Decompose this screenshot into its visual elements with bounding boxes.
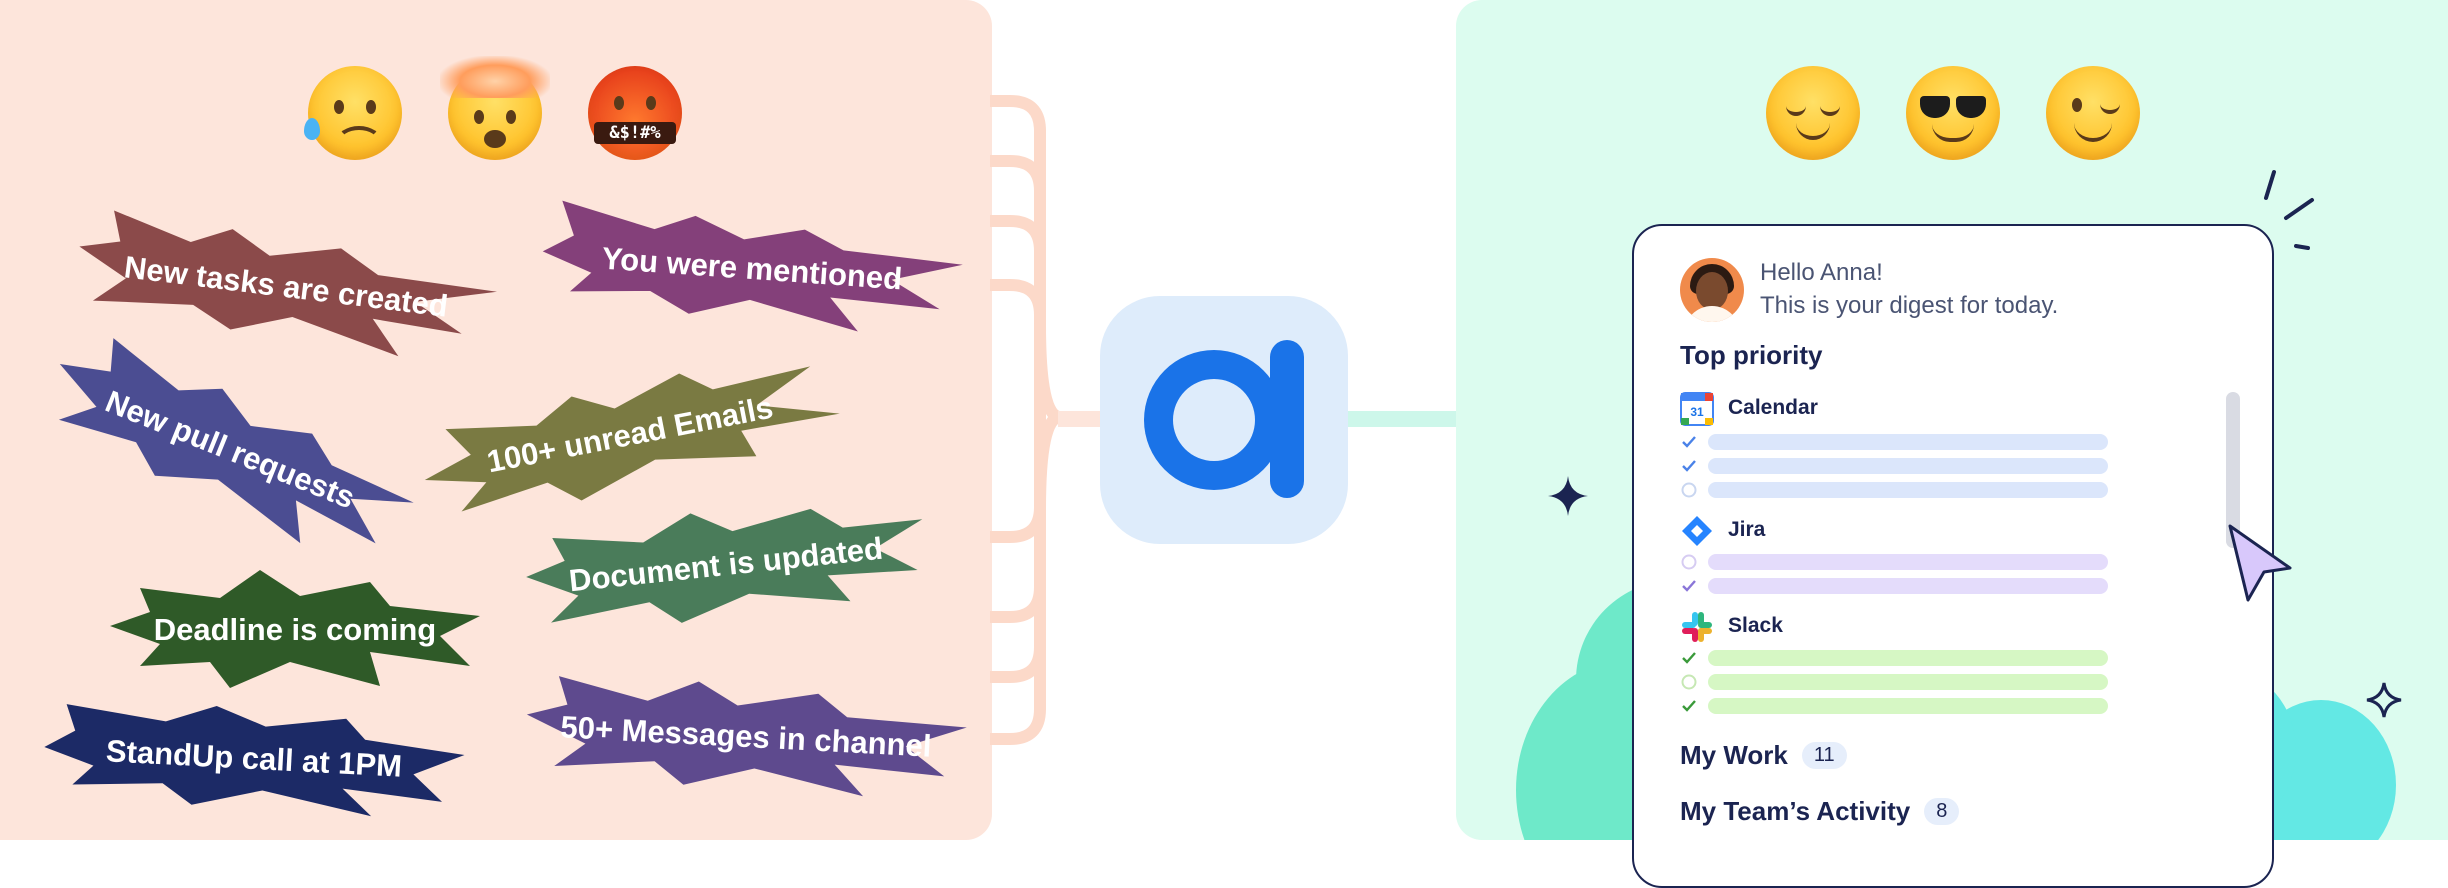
winking-face-icon [2046,66,2140,160]
notification-burst: Document is updated [521,489,930,640]
sunglasses-face-icon [1906,66,2000,160]
slack-icon [1682,612,1712,642]
notification-label: Document is updated [567,530,885,599]
task-bar [1708,674,2108,690]
task-item[interactable] [1680,578,2120,594]
censor-symbols: &$!#% [594,122,676,144]
notification-label: New pull requests [100,383,360,516]
task-item[interactable] [1680,458,2120,474]
my-work-label: My Work [1680,740,1788,770]
greeting-text: Hello Anna! [1760,259,1883,286]
notification-label: You were mentioned [600,240,904,297]
notification-burst: Deadline is coming [110,570,480,690]
scrollbar[interactable] [2226,392,2240,548]
notification-label: 100+ unread Emails [484,389,776,480]
relieved-face-icon [1766,66,1860,160]
team-activity-count: 8 [1924,798,1960,825]
my-work-count: 11 [1801,742,1847,769]
check-icon [1682,652,1696,664]
connector-link [1348,411,1458,427]
digest-card: Hello Anna! This is your digest for toda… [1632,224,2274,888]
task-bar [1708,698,2108,714]
task-item[interactable] [1680,482,2120,498]
app-name-calendar: Calendar [1728,396,1818,419]
cursor-pointer-icon [2228,524,2292,602]
notification-burst: 50+ Messages in channel [523,671,968,804]
task-bar [1708,650,2108,666]
sparkle-icon [2366,682,2402,718]
notification-burst: You were mentioned [539,199,966,338]
empty-circle-icon [1681,674,1697,690]
task-bar [1708,482,2108,498]
connector-lines [990,95,1060,745]
check-icon [1682,580,1696,592]
notification-label: 50+ Messages in channel [559,709,933,764]
app-logo-tile[interactable] [1100,296,1348,544]
task-bar [1708,554,2108,570]
task-bar [1708,578,2108,594]
notification-burst: 100+ unread Emails [413,341,846,529]
notification-label: New tasks are created [122,249,450,324]
notification-label: StandUp call at 1PM [105,733,403,784]
attention-lines-icon [2264,170,2314,250]
exploding-head-icon [440,56,550,160]
top-priority-title: Top priority [1680,340,1823,370]
notification-burst: StandUp call at 1PM [41,693,466,825]
notification-burst: New pull requests [31,323,428,577]
task-bar [1708,434,2108,450]
team-activity-label: My Team’s Activity [1680,796,1911,826]
app-logo-a-icon [1144,340,1304,498]
check-icon [1682,700,1696,712]
my-work-section[interactable]: My Work 11 [1680,740,1847,771]
digest-subtitle: This is your digest for today. [1760,292,2059,319]
check-icon [1682,460,1696,472]
task-item[interactable] [1680,698,2120,714]
app-name-jira: Jira [1728,518,1766,541]
app-name-slack: Slack [1728,614,1783,637]
notification-label: Deadline is coming [153,612,437,647]
empty-circle-icon [1681,482,1697,498]
check-icon [1682,436,1696,448]
connector-stub [1058,411,1102,427]
chaos-panel: &$!#% New tasks are created You were men… [0,0,992,840]
cursing-face-icon: &$!#% [588,66,682,160]
task-item[interactable] [1680,434,2120,450]
task-item[interactable] [1680,650,2120,666]
task-item[interactable] [1680,674,2120,690]
calendar-day: 31 [1690,405,1704,419]
empty-circle-icon [1681,554,1697,570]
sparkle-icon [1548,476,1588,516]
team-activity-section[interactable]: My Team’s Activity 8 [1680,796,1960,827]
avatar[interactable] [1680,258,1744,322]
jira-icon [1682,516,1712,546]
task-item[interactable] [1680,554,2120,570]
google-calendar-icon: 31 [1680,392,1714,426]
notification-burst: New tasks are created [71,207,501,367]
task-bar [1708,458,2108,474]
sad-sweat-face-icon [304,66,402,160]
